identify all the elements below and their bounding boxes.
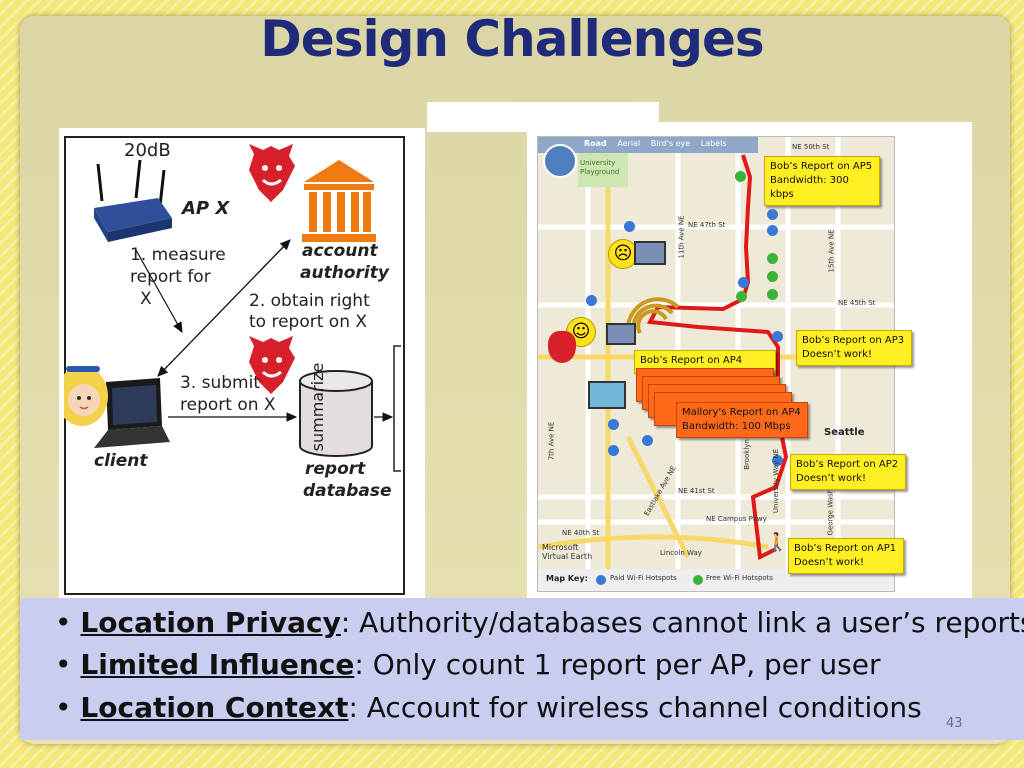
- bank-building-icon: [302, 160, 376, 242]
- bullet-text: : Authority/databases cannot link a user…: [340, 606, 1024, 639]
- paid-hotspot-pin[interactable]: [767, 225, 778, 236]
- report-database-line1: report: [305, 459, 366, 479]
- bullet-text: : Account for wireless channel condition…: [348, 691, 922, 724]
- paid-hotspot-pin[interactable]: [624, 221, 635, 232]
- map-toolbar: Road Aerial Bird's eye Labels: [584, 139, 727, 148]
- laptop-icon: [634, 241, 666, 265]
- account-authority-line2: authority: [300, 263, 389, 283]
- bullet-glyph: •: [55, 648, 72, 681]
- step3-line1: 3. submit: [180, 373, 260, 393]
- paid-hotspot-pin[interactable]: [738, 277, 749, 288]
- bullets-band: [20, 598, 1024, 740]
- diagram-graphics: [64, 144, 401, 472]
- attribution-label: Microsoft Virtual Earth: [542, 543, 593, 561]
- paid-hotspot-pin[interactable]: [608, 445, 619, 456]
- paid-hotspot-pin[interactable]: [586, 295, 597, 306]
- bullet-key: Limited Influence: [80, 648, 355, 681]
- slide-number: 43: [946, 716, 963, 731]
- alice-avatar-icon: [64, 366, 108, 426]
- street-label: 15th Ave NE: [827, 229, 836, 273]
- paid-hotspot-pin[interactable]: [767, 209, 778, 220]
- bullet-location-privacy: • Location Privacy: Authority/databases …: [55, 606, 1024, 639]
- free-hotspots-legend: Free Wi-Fi Hotspots: [706, 574, 774, 582]
- tab-labels[interactable]: Labels: [700, 139, 727, 148]
- account-authority-line1: account: [302, 241, 378, 261]
- step1-line3: X: [140, 289, 152, 309]
- devil-logo-icon: [249, 144, 295, 202]
- free-hotspot-pin[interactable]: [767, 253, 778, 264]
- street-label: Lincoln Way: [660, 549, 702, 557]
- sad-face-icon: ☹: [608, 239, 638, 269]
- summarize-label: summarize: [308, 362, 327, 452]
- street-label: University Way NE: [772, 448, 781, 514]
- bullet-limited-influence: • Limited Influence: Only count 1 report…: [55, 648, 881, 681]
- bullet-glyph: •: [55, 606, 72, 639]
- tab-birds-eye[interactable]: Bird's eye: [650, 139, 691, 148]
- step1-line1: 1. measure: [130, 245, 226, 265]
- bullet-text: : Only count 1 report per AP, per user: [354, 648, 881, 681]
- walking-person-icon: 🚶: [766, 532, 789, 553]
- client-label: client: [94, 451, 148, 471]
- report-database-line2: database: [303, 481, 392, 501]
- free-hotspot-pin[interactable]: [736, 291, 747, 302]
- summarize-box: [393, 345, 401, 472]
- map-key-label: Map Key:: [546, 574, 588, 583]
- step1-line2: report for: [130, 267, 211, 287]
- laptop-icon: [588, 381, 626, 409]
- street-label: NE 40th St: [562, 529, 600, 537]
- devil-logo-icon: [249, 336, 295, 394]
- callout-ap3: Bob’s Report on AP3 Doesn’t work!: [796, 330, 912, 366]
- callout-mallory: Mallory's Report on AP4 Bandwidth: 100 M…: [676, 402, 808, 438]
- step3-line2: report on X: [180, 395, 276, 415]
- street-label: 7th Ave NE: [547, 421, 556, 461]
- signal-strength-label: 20dB: [124, 140, 171, 161]
- tab-aerial[interactable]: Aerial: [617, 139, 641, 148]
- bullet-key: Location Context: [80, 691, 349, 724]
- paid-hotspot-pin[interactable]: [772, 455, 783, 466]
- database-cylinder-icon: [299, 370, 373, 457]
- laptop-icon: [606, 323, 636, 345]
- street-label: NE 50th St: [792, 143, 830, 151]
- street-label: 11th Ave NE: [677, 215, 686, 259]
- devil-logo-icon: [548, 331, 576, 363]
- ap-label: AP X: [182, 198, 230, 219]
- step2-line2: to report on X: [249, 312, 368, 332]
- street-label: NE 41st St: [678, 487, 715, 495]
- laptop-icon: [94, 378, 170, 448]
- paid-hotspot-pin[interactable]: [772, 331, 783, 342]
- wifi-router-icon: [94, 159, 172, 242]
- city-label: Seattle: [824, 427, 865, 438]
- happy-face-icon: ☺: [566, 317, 596, 347]
- bullet-glyph: •: [55, 691, 72, 724]
- street-label: NE 47th St: [688, 221, 726, 229]
- map-graphics: [538, 137, 894, 591]
- callout-ap2: Bob’s Report on AP2 Doesn’t work!: [790, 454, 906, 490]
- callout-ap1: Bob’s Report on AP1 Doesn’t work!: [788, 538, 904, 574]
- street-label: NE Campus Pkwy: [706, 515, 767, 523]
- step2-line1: 2. obtain right: [249, 291, 370, 311]
- callout-ap5: Bob’s Report on AP5 Bandwidth: 300 kbps: [764, 156, 880, 206]
- free-hotspot-pin[interactable]: [735, 171, 746, 182]
- tab-road[interactable]: Road: [584, 139, 607, 148]
- street-label: NE 45th St: [838, 299, 876, 307]
- paid-hotspot-pin[interactable]: [642, 435, 653, 446]
- bullet-location-context: • Location Context: Account for wireless…: [55, 691, 922, 724]
- park-label: University Playground: [580, 159, 620, 176]
- free-hotspot-pin[interactable]: [767, 271, 778, 282]
- slide-title: Design Challenges: [260, 10, 764, 68]
- bullet-key: Location Privacy: [80, 606, 341, 639]
- paid-hotspots-legend: Paid Wi-Fi Hotspots: [610, 574, 677, 582]
- paid-hotspot-pin[interactable]: [608, 419, 619, 430]
- free-hotspot-pin[interactable]: [767, 289, 778, 300]
